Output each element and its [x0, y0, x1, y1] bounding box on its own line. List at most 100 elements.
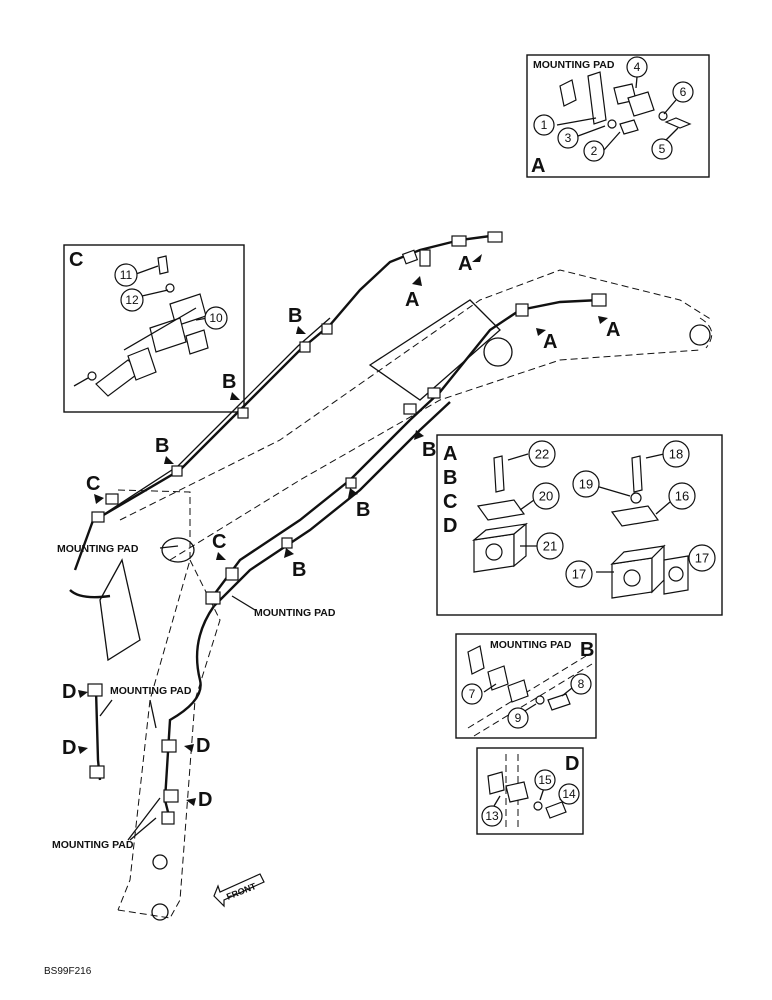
callout-20: 20: [532, 482, 560, 510]
detail-b-panel: MOUNTING PAD B 7 8 9: [455, 633, 597, 739]
detail-b-bolt: [547, 693, 571, 711]
detail-c-clamp-body: [149, 317, 187, 353]
callout-1: 1: [533, 114, 555, 136]
callout-12: 12: [120, 288, 144, 312]
detail-abcd-letter-a: A: [443, 443, 457, 465]
svg-text:12: 12: [125, 293, 139, 307]
detail-d-letter: D: [565, 753, 579, 775]
svg-text:17: 17: [695, 551, 709, 566]
callout-18: 18: [662, 440, 690, 468]
arrow-label-a-1: A: [458, 253, 472, 275]
detail-abcd-letter-c: C: [443, 491, 457, 513]
detail-a-letter: A: [531, 155, 545, 177]
arrow-label-d-4: D: [198, 789, 212, 811]
svg-text:11: 11: [120, 268, 133, 282]
detail-d-clamp-left: [487, 771, 505, 795]
detail-abcd-letter-d: D: [443, 515, 457, 537]
callout-19: 19: [572, 470, 600, 498]
mounting-pad-label-boom: MOUNTING PAD: [254, 607, 336, 619]
detail-abcd-panel: A B C D 16 17 17 18 19 20 21 22: [436, 434, 723, 616]
figure-code: BS99F216: [44, 966, 92, 977]
callout-3: 3: [557, 127, 579, 149]
detail-a-mounting-pad-label: MOUNTING PAD: [533, 59, 615, 71]
boom-cylinder: [368, 299, 501, 401]
svg-text:19: 19: [579, 477, 593, 492]
svg-text:18: 18: [669, 447, 683, 462]
svg-text:15: 15: [538, 773, 552, 787]
detail-d-washer: [533, 801, 543, 811]
arrow-label-d-2: D: [62, 737, 76, 759]
callout-15: 15: [534, 769, 556, 791]
mounting-pad-label-arm-low: MOUNTING PAD: [52, 839, 134, 851]
arrow-label-d-3: D: [196, 735, 210, 757]
callout-5: 5: [651, 138, 673, 160]
detail-d-border: [476, 747, 584, 835]
detail-a-bolt-right: [664, 117, 692, 129]
boom-bottom-edge: [169, 349, 701, 561]
arm-hose-line: [163, 605, 215, 821]
detail-d-panel: D 13 14 15: [476, 747, 584, 835]
arrow-label-c-1: C: [86, 473, 100, 495]
detail-c-border: [63, 244, 245, 413]
svg-text:13: 13: [485, 809, 499, 823]
callout-7: 7: [461, 683, 483, 705]
arm-front-edge: [117, 489, 191, 911]
right-bolt: [631, 455, 643, 493]
svg-text:16: 16: [675, 489, 689, 504]
arrow-label-b-1: B: [288, 305, 302, 327]
arrow-label-b-3: B: [155, 435, 169, 457]
detail-a-bolt: [619, 119, 639, 135]
lower-hose-line-1: [209, 298, 601, 601]
arrow-label-d-1: D: [62, 681, 76, 703]
boom-foot-pin: [689, 324, 711, 346]
svg-text:1: 1: [541, 118, 548, 132]
detail-b-border: [455, 633, 597, 739]
detail-a-border: [526, 54, 710, 178]
upper-hose-line-1: [94, 233, 499, 522]
callout-8: 8: [570, 673, 592, 695]
svg-text:8: 8: [578, 677, 585, 691]
detail-d-bolt: [545, 801, 567, 819]
detail-c-clamp-left: [127, 347, 157, 381]
detail-c-panel: C 10 11 12: [63, 244, 245, 413]
hose-clamps: [87, 231, 607, 825]
svg-text:21: 21: [543, 539, 557, 554]
detail-c-clamp-lower: [185, 329, 209, 355]
arrow-label-a-4: A: [606, 319, 620, 341]
detail-b-clamp: [487, 665, 509, 691]
callout-9: 9: [507, 707, 529, 729]
mounting-pad-label-arm-mid: MOUNTING PAD: [110, 685, 192, 697]
view-arrow-labels: A A A A B B B B B B C C D D D D: [62, 253, 620, 811]
arrow-label-b-6: B: [292, 559, 306, 581]
right-washer: [630, 492, 642, 504]
arm-cylinder-bracket: [99, 558, 141, 662]
detail-b-letter: B: [580, 639, 594, 661]
svg-text:22: 22: [535, 447, 549, 462]
boom-top-edge: [119, 269, 713, 521]
detail-b-washer: [535, 695, 545, 705]
callout-4: 4: [626, 56, 648, 78]
detail-b-mounting-pad-label: MOUNTING PAD: [490, 639, 572, 651]
boom-arm-assembly: MOUNTING PAD MOUNTING PAD MOUNTING PAD M…: [52, 231, 713, 921]
right-plate: [610, 505, 660, 527]
detail-a-pad-plate: [587, 71, 607, 125]
svg-text:2: 2: [591, 144, 598, 158]
arrow-label-c-2: C: [212, 531, 226, 553]
detail-d-clamp-right: [505, 781, 529, 803]
callout-6: 6: [672, 81, 694, 103]
arm-tip-pin: [151, 903, 169, 921]
detail-c-nut: [87, 371, 97, 381]
arrow-label-b-4: B: [422, 439, 436, 461]
callout-21: 21: [536, 532, 564, 560]
callout-17-right: 17: [688, 544, 716, 572]
boom-arm-joint: [161, 537, 195, 563]
callout-13: 13: [481, 805, 503, 827]
detail-a-washer-right: [658, 111, 668, 121]
detail-a-panel: MOUNTING PAD A 1 2 3 4 5 6: [526, 54, 710, 178]
lower-hose-line-2: [213, 401, 451, 607]
svg-text:5: 5: [659, 142, 666, 156]
detail-a-washer: [607, 119, 617, 129]
svg-text:3: 3: [565, 131, 572, 145]
mounting-pad-label-arm-joint: MOUNTING PAD: [57, 543, 139, 555]
